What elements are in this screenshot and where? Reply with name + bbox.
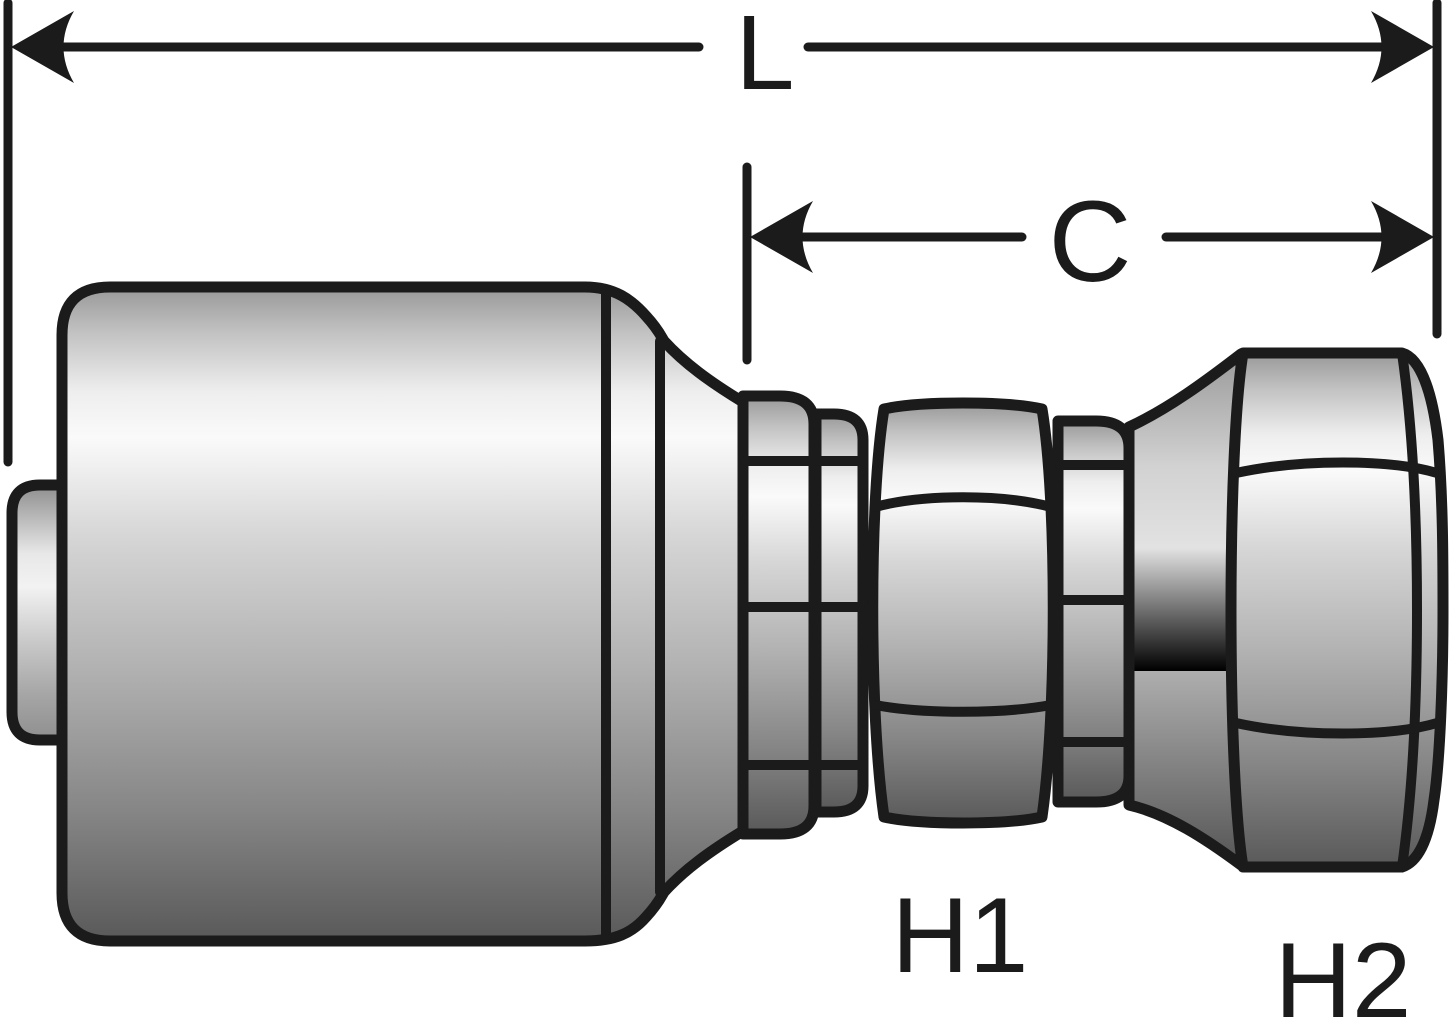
dimension-l: L (3, 0, 1442, 467)
dimension-label-l: L (736, 0, 795, 112)
dimension-label-c: C (1048, 178, 1131, 306)
hose-nipple (6, 479, 68, 746)
c-arrowhead-left-icon (750, 201, 813, 273)
hex-nut-h1 (867, 397, 1059, 829)
hex-nut-h2-facet-lower (1231, 718, 1442, 739)
dimension-c: C (742, 162, 1434, 365)
hex-nut-h2 (1225, 347, 1449, 873)
hex-nut-h2-facet-upper (1231, 457, 1442, 478)
l-arrowhead-left-icon (11, 11, 74, 83)
collar-ring-3 (1052, 415, 1135, 808)
c-arrowhead-right-icon (1371, 201, 1434, 273)
hex-nut-h1-facet-upper (870, 492, 1056, 512)
swivel-chamfer-cone (1123, 348, 1247, 871)
hex-label-h1: H1 (892, 875, 1029, 995)
ferrule-shell (56, 281, 749, 947)
hex-nut-h2-end-face-line (1397, 348, 1423, 872)
collar-ring-2 (810, 408, 869, 818)
hex-nut-h1-facet-lower (870, 700, 1056, 717)
hex-label-h2: H2 (1275, 920, 1412, 1023)
l-arrowhead-right-icon (1371, 11, 1434, 83)
